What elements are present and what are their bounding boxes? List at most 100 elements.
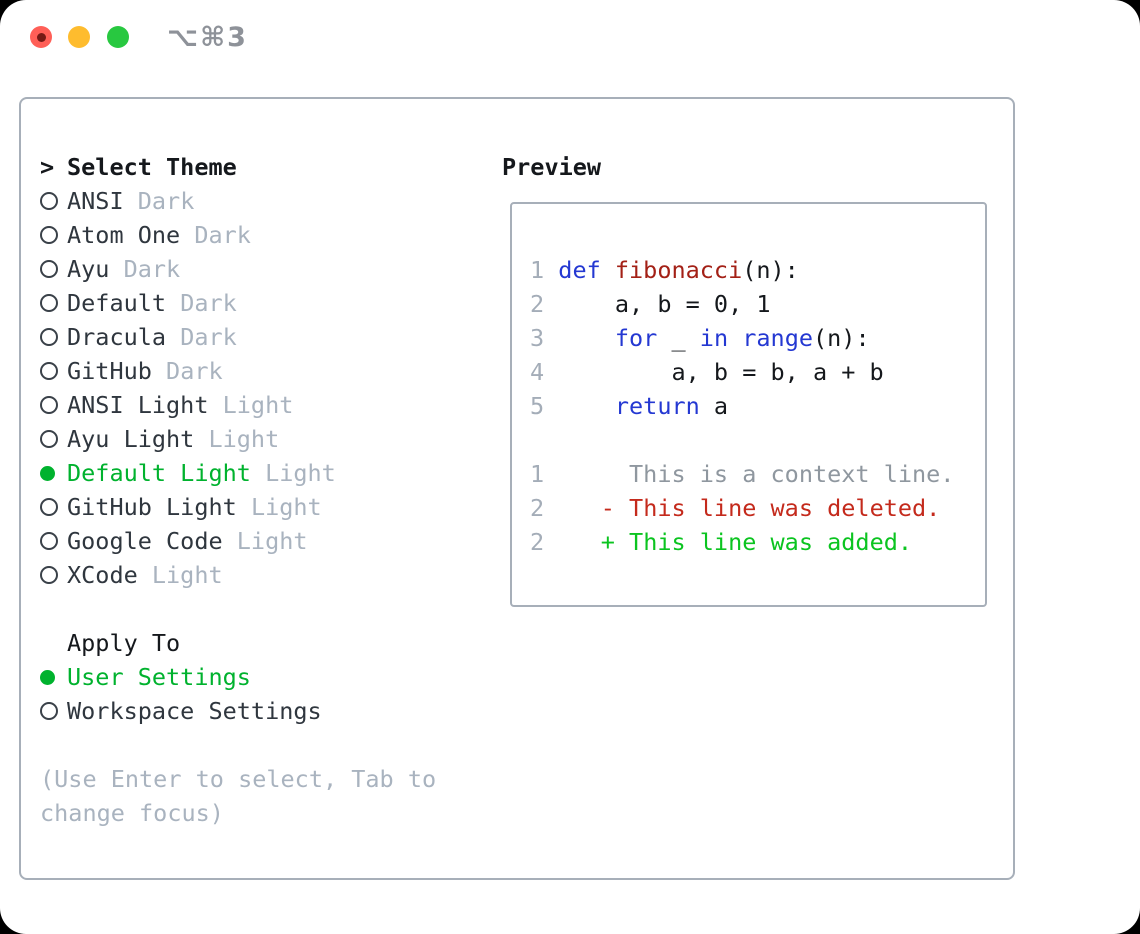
hint-text: (Use Enter to select, Tab to change focus… [40, 762, 436, 830]
code-token: + This line was added. [600, 528, 913, 556]
theme-option-xcode-light[interactable]: XCode Light [40, 558, 436, 592]
code-token: fibonacci [614, 256, 743, 284]
theme-variant: Dark [194, 221, 251, 249]
cursor-icon: > [40, 153, 55, 181]
theme-name: Ayu [67, 255, 124, 283]
radio-unselected-icon [40, 702, 67, 720]
theme-variant: Light [250, 493, 322, 521]
code-token: This is a context line. [558, 460, 955, 488]
hint-line: (Use Enter to select, Tab to [40, 765, 437, 793]
radio-unselected-icon [40, 192, 67, 210]
code-token: 5 [530, 392, 559, 420]
code-token: 2 [530, 528, 559, 556]
theme-variant: Dark [137, 187, 195, 215]
close-dot-icon [36, 32, 46, 42]
radio-unselected-icon [40, 226, 67, 244]
theme-option-github-light-light[interactable]: GitHub Light Light [40, 490, 436, 524]
radio-selected-icon [40, 466, 67, 481]
radio-unselected-icon [40, 328, 67, 346]
theme-option-ayu-dark[interactable]: Ayu Dark [40, 252, 436, 286]
window-title: ⌥⌘3 [167, 22, 248, 53]
radio-selected-icon [40, 670, 67, 685]
code-token: _ [657, 324, 700, 352]
preview-header: Preview [502, 150, 987, 184]
preview-code-line: 2 - This line was deleted. [530, 491, 985, 525]
theme-variant: Light [151, 561, 223, 589]
theme-variant: Light [265, 459, 336, 487]
code-token [558, 324, 615, 352]
radio-unselected-icon [40, 430, 67, 448]
preview-code-line: 3 for _ in range(n): [530, 321, 985, 355]
code-token: 1 [530, 460, 559, 488]
theme-option-default-dark[interactable]: Default Dark [40, 286, 436, 320]
code-token: 2 [530, 290, 559, 318]
theme-option-google-code-light[interactable]: Google Code Light [40, 524, 436, 558]
code-token [728, 324, 742, 352]
code-token: - This line was deleted. [600, 494, 941, 522]
code-token: (n): [742, 256, 799, 284]
code-token [558, 494, 600, 522]
preview-column: Preview 1 def fibonacci(n):2 a, b = 0, 1… [502, 150, 987, 607]
spacer-row [40, 728, 436, 762]
preview-code-line: 5 return a [530, 389, 985, 423]
theme-option-github-dark[interactable]: GitHub Dark [40, 354, 436, 388]
code-token: 3 [530, 324, 559, 352]
theme-name: ANSI [67, 187, 138, 215]
code-token: for [614, 324, 658, 352]
apply-option-label: Workspace Settings [67, 697, 322, 725]
theme-name: Atom One [67, 221, 195, 249]
theme-option-ansi-dark[interactable]: ANSI Dark [40, 184, 436, 218]
close-button[interactable] [30, 26, 52, 48]
radio-unselected-icon [40, 396, 67, 414]
apply-to-header: Apply To [40, 626, 436, 660]
code-token: in [699, 324, 729, 352]
preview-code-line [530, 423, 985, 457]
preview-code-line: 2 + This line was added. [530, 525, 985, 559]
theme-variant: Light [208, 425, 280, 453]
radio-unselected-icon [40, 566, 67, 584]
apply-option-label: User Settings [67, 663, 251, 691]
code-token: a [699, 392, 729, 420]
theme-option-default-light-light[interactable]: Default Light Light [40, 456, 436, 490]
radio-unselected-icon [40, 362, 67, 380]
radio-unselected-icon [40, 294, 67, 312]
preview-code-line: 2 a, b = 0, 1 [530, 287, 985, 321]
theme-name: XCode [67, 561, 152, 589]
theme-option-ayu-light-light[interactable]: Ayu Light Light [40, 422, 436, 456]
theme-option-dracula-dark[interactable]: Dracula Dark [40, 320, 436, 354]
preview-code-line: 1 This is a context line. [530, 457, 985, 491]
code-token [558, 528, 600, 556]
theme-name: Ayu Light [67, 425, 209, 453]
radio-unselected-icon [40, 532, 67, 550]
code-token: def [558, 256, 615, 284]
theme-option-ansi-light-light[interactable]: ANSI Light Light [40, 388, 436, 422]
theme-variant: Dark [166, 357, 223, 385]
zoom-button[interactable] [107, 26, 129, 48]
theme-name: GitHub Light [67, 493, 251, 521]
theme-variant: Dark [123, 255, 181, 283]
theme-name: Dracula [67, 323, 181, 351]
hint-line: change focus) [40, 799, 224, 827]
theme-variant: Dark [180, 323, 237, 351]
theme-name: ANSI Light [67, 391, 223, 419]
apply-option-user-settings[interactable]: User Settings [40, 660, 436, 694]
apply-to-label: Apply To [67, 629, 181, 657]
code-token: (n): [813, 324, 870, 352]
code-token: return [614, 392, 700, 420]
titlebar: ⌥⌘3 [0, 0, 1140, 76]
theme-name: Google Code [67, 527, 237, 555]
minimize-button[interactable] [68, 26, 90, 48]
select-theme-label: Select Theme [67, 153, 237, 181]
spacer-row [40, 592, 436, 626]
code-token: a, b = b, a + b [558, 358, 884, 386]
theme-name: Default Light [67, 459, 266, 487]
code-token [558, 392, 615, 420]
apply-option-workspace-settings[interactable]: Workspace Settings [40, 694, 436, 728]
theme-option-atom-one-dark[interactable]: Atom One Dark [40, 218, 436, 252]
theme-variant: Light [236, 527, 308, 555]
